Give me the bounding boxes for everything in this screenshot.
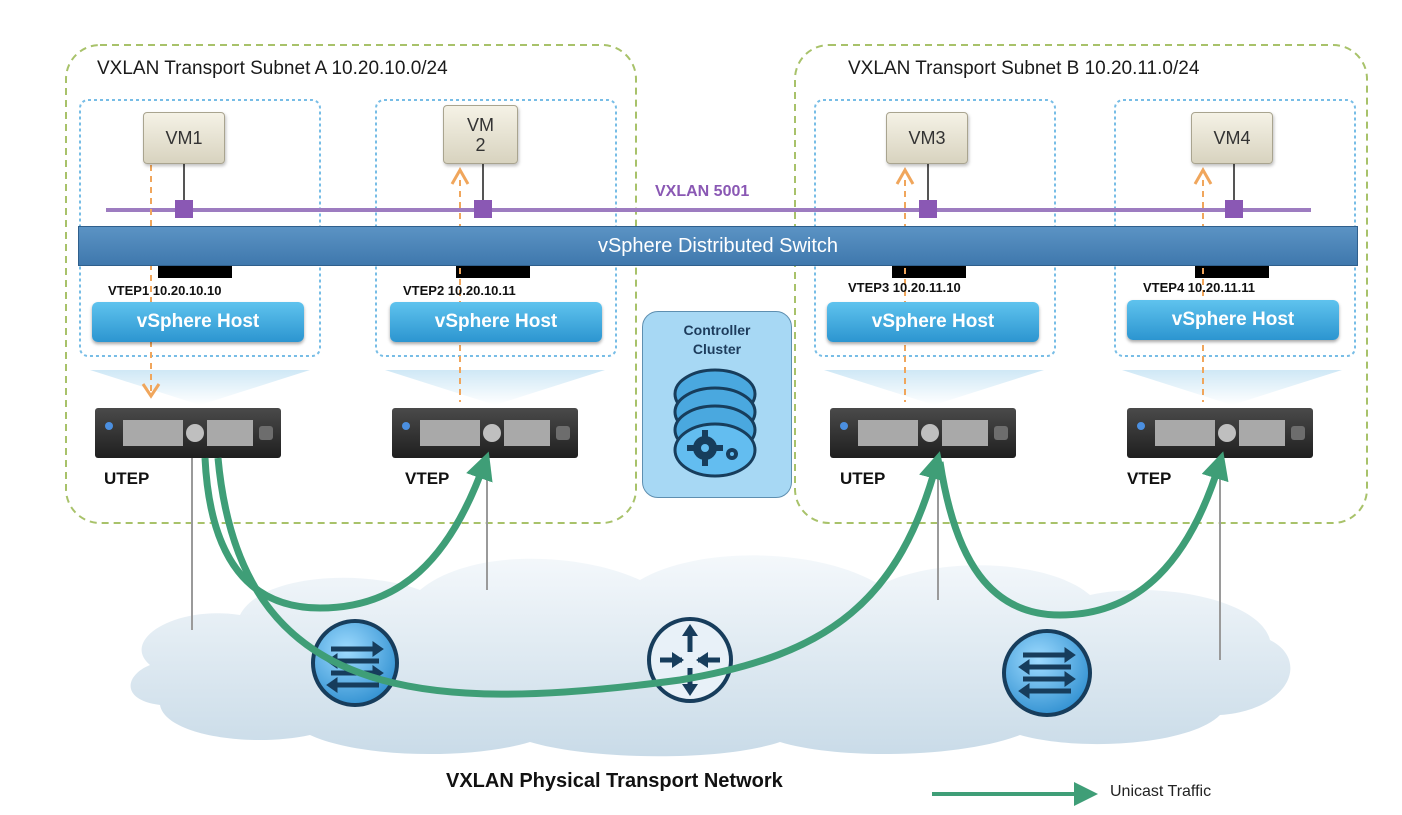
vm-label: VM4: [1213, 128, 1251, 148]
controller-gear-icon: [673, 368, 757, 478]
vm-label: VM 2: [467, 114, 494, 155]
vsphere-host-1[interactable]: vSphere Host: [92, 302, 304, 342]
vm-traffic-arrowheads: [141, 166, 1213, 399]
router-icon: [647, 617, 733, 703]
vxlan-wire: [106, 208, 1311, 212]
tep-role-1: UTEP: [104, 469, 150, 488]
vtep-label-2: VTEP2 10.20.10.11: [403, 283, 516, 298]
legend-arrow-icon: [932, 782, 1098, 806]
vm-traffic-arrows: [150, 165, 1204, 402]
network-label: VXLAN Physical Transport Network: [446, 770, 783, 792]
tep-role-2: VTEP: [405, 469, 450, 488]
switch-icon-right: [1002, 629, 1092, 717]
legend-label: Unicast Traffic: [1110, 783, 1212, 800]
vtep-label-3: VTEP3 10.20.11.10: [848, 280, 961, 295]
subnet-b-border: [794, 44, 1368, 524]
subnet-a-border: [65, 44, 637, 524]
server-icon-1: [95, 408, 281, 458]
server-icon-4: [1127, 408, 1313, 458]
vsphere-host-3[interactable]: vSphere Host: [827, 302, 1039, 342]
vxlan-5001-label: VXLAN 5001: [655, 183, 750, 200]
vm-ports: [175, 200, 1243, 218]
switch-icon-left: [311, 619, 399, 707]
vm-label: VM3: [908, 128, 946, 148]
tep-role-3: UTEP: [840, 469, 886, 488]
vsphere-host-2[interactable]: vSphere Host: [390, 302, 602, 342]
vm-icon-3[interactable]: VM3: [886, 112, 968, 164]
unicast-traffic-paths: [201, 451, 1229, 698]
server-icon-3: [830, 408, 1016, 458]
vm-label: VM1: [165, 128, 203, 148]
vm-icon-1[interactable]: VM1: [143, 112, 225, 164]
uplink-bars: [158, 262, 1269, 278]
controller-cluster[interactable]: Controller Cluster: [642, 311, 792, 498]
vtep-label-4: VTEP4 10.20.11.11: [1143, 280, 1256, 295]
host-beams: [90, 370, 1342, 405]
tep-role-4: VTEP: [1127, 469, 1172, 488]
server-icon-2: [392, 408, 578, 458]
vsphere-distributed-switch[interactable]: vSphere Distributed Switch: [78, 226, 1358, 266]
subnet-b-title: VXLAN Transport Subnet B 10.20.11.0/24: [848, 58, 1200, 79]
subnet-a-title: VXLAN Transport Subnet A 10.20.10.0/24: [97, 58, 448, 79]
controller-cluster-label: Controller Cluster: [683, 322, 751, 357]
vtep-label-1: VTEP1 10.20.10.10: [108, 283, 222, 298]
vsphere-host-4[interactable]: vSphere Host: [1127, 300, 1339, 340]
vm-uplinks: [183, 164, 1235, 205]
vm-icon-4[interactable]: VM4: [1191, 112, 1273, 164]
vm-icon-2[interactable]: VM 2: [443, 105, 518, 164]
